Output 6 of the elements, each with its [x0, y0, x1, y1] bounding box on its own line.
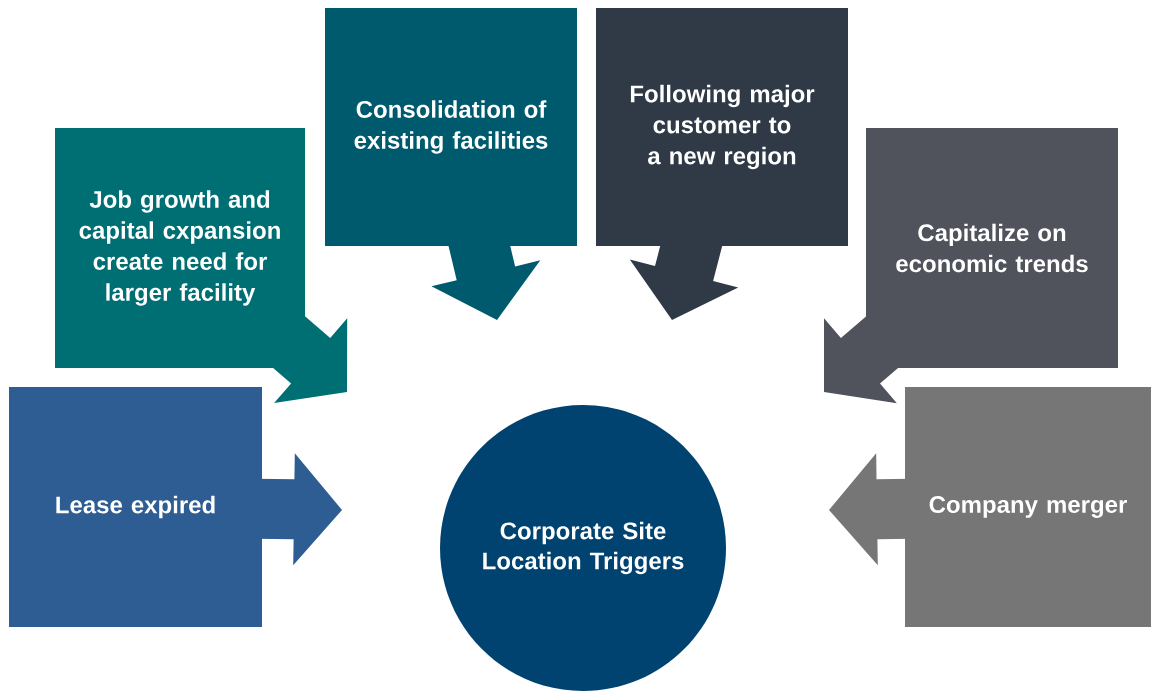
callout-box: Company merger	[829, 387, 1151, 627]
callout-box: Job growth and capital cxpansion create need for larger facility	[55, 128, 348, 404]
callout-box: Capitalize on economic trends	[824, 128, 1118, 404]
callout-box: Consolidation of existing facilities	[325, 8, 577, 320]
callout-box: Following major customer to a new region	[596, 8, 848, 320]
callout-box: Lease expired	[9, 387, 342, 627]
